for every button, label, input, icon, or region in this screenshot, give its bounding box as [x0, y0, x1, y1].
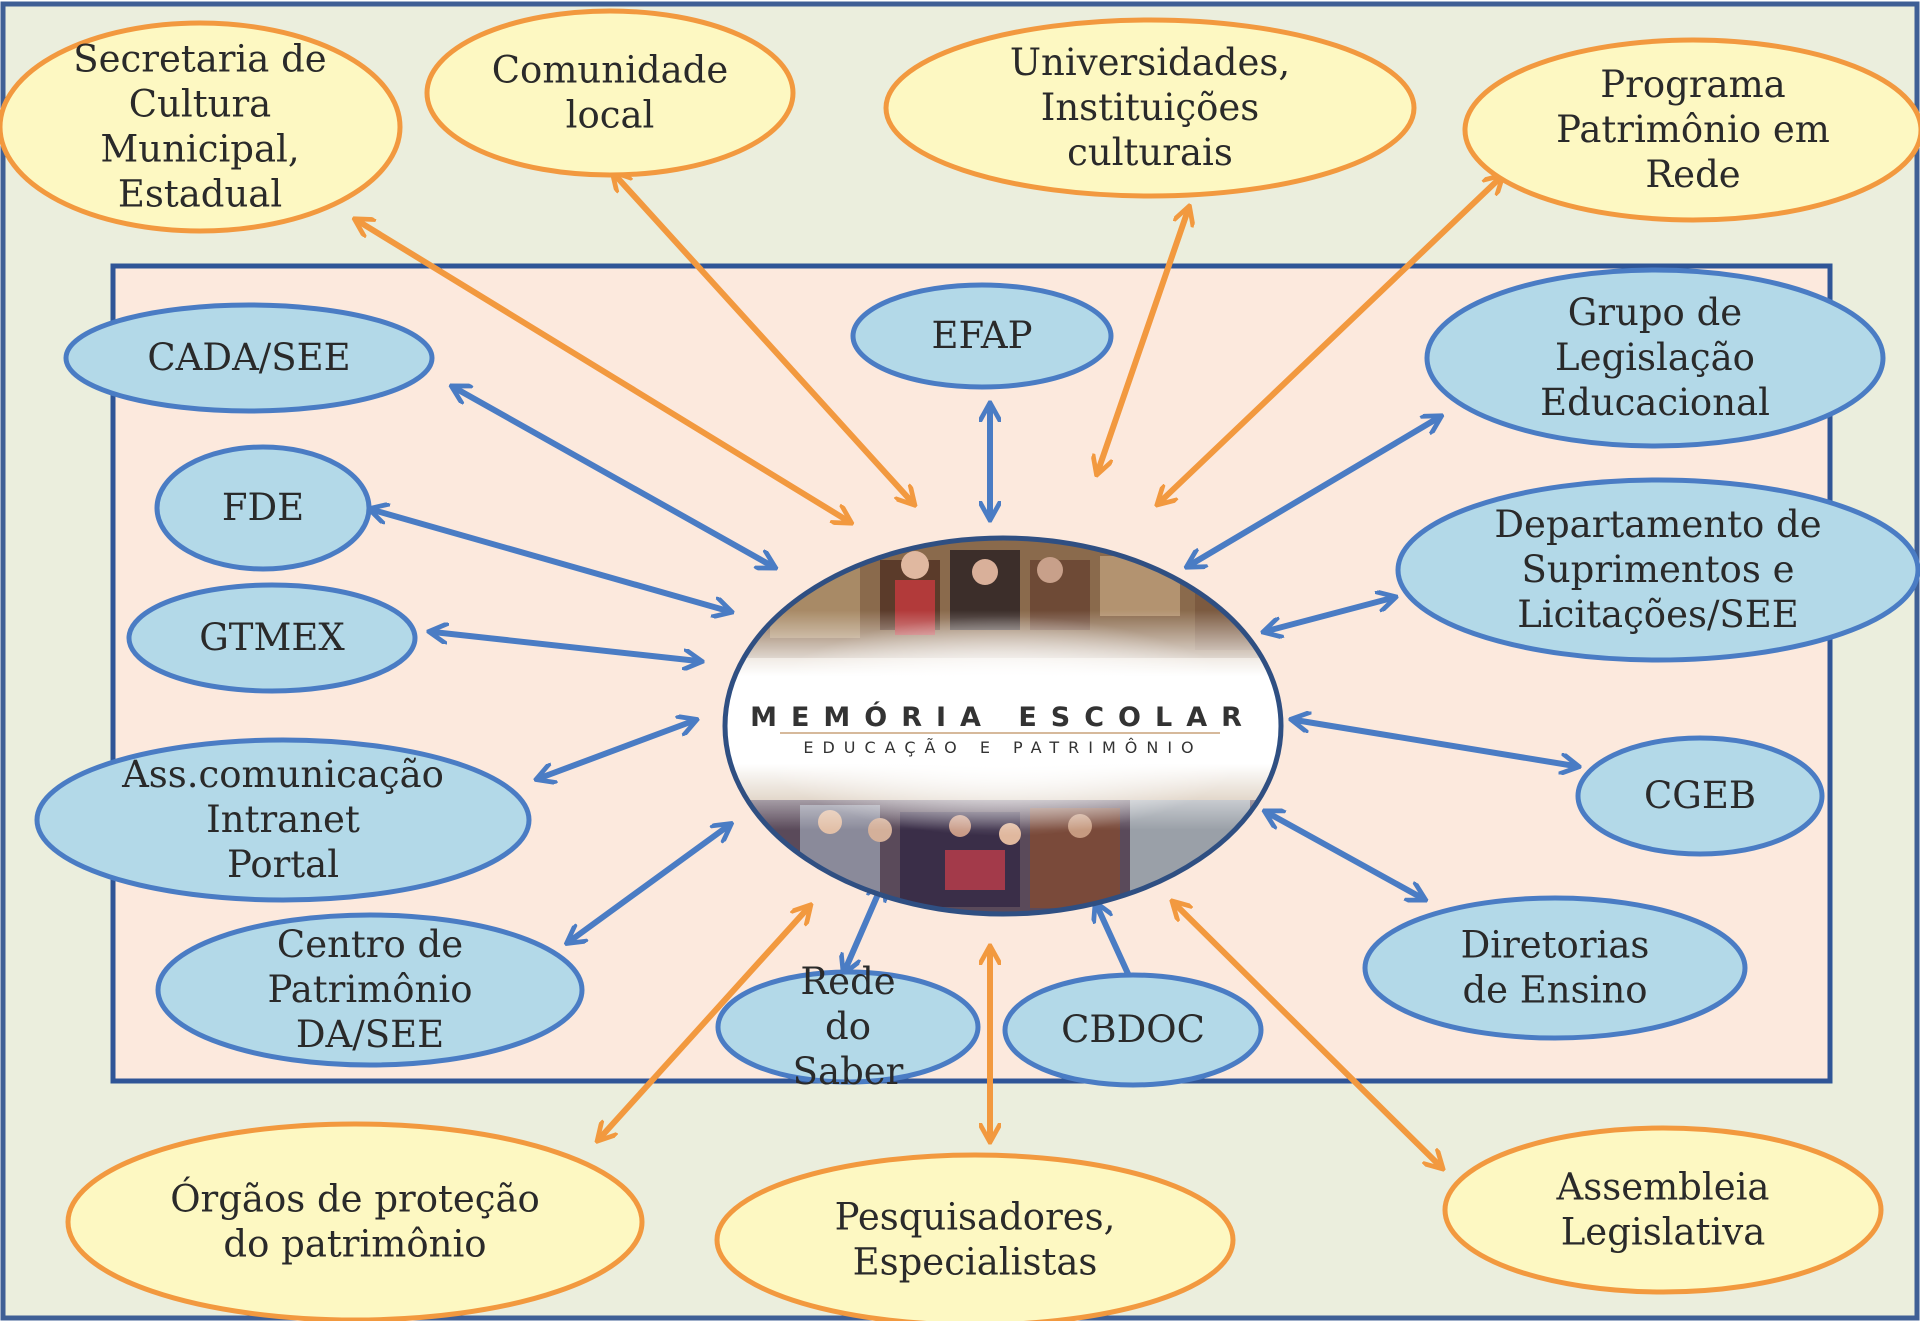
connector-arrow — [373, 510, 728, 611]
node-ellipse — [63, 302, 435, 414]
node-label-line: Especialistas — [853, 1241, 1098, 1284]
node-ellipse — [715, 969, 981, 1085]
node-label-line: Grupo de — [1568, 291, 1742, 334]
node-label-line: de Ensino — [1462, 969, 1647, 1012]
node-ellipse — [154, 444, 372, 572]
connector-arrow — [1267, 598, 1392, 631]
node-label-line: Instituições — [1041, 86, 1260, 129]
node-cbdoc: CBDOC — [1002, 972, 1264, 1088]
node-ellipse — [0, 20, 403, 234]
connector-arrow — [540, 721, 693, 778]
node-label-line: FDE — [222, 486, 304, 529]
node-label-line: culturais — [1067, 131, 1233, 174]
node-ellipse — [850, 282, 1114, 390]
node-label-line: Rede — [800, 960, 895, 1003]
node-cada: CADA/SEE — [63, 302, 435, 414]
node-label-line: GTMEX — [199, 616, 345, 659]
node-label-line: Ass.comunicação — [121, 753, 444, 796]
node-label-line: DA/SEE — [296, 1013, 444, 1056]
node-label-line: Legislativa — [1561, 1211, 1766, 1254]
connector-arrow — [1295, 720, 1575, 766]
node-label-line: CGEB — [1644, 774, 1756, 817]
connector-arrow — [433, 632, 698, 661]
node-label-line: EFAP — [931, 314, 1032, 357]
node-ellipse — [1395, 477, 1920, 663]
node-efap: EFAP — [850, 282, 1114, 390]
node-ellipse — [883, 17, 1417, 199]
center-hub: MEMÓRIA ESCOLAR EDUCAÇÃO E PATRIMÔNIO — [722, 535, 1284, 917]
node-label-line: Cultura — [129, 83, 271, 126]
connector-arrow — [600, 908, 808, 1138]
node-label-line: Diretorias — [1461, 924, 1650, 967]
node-label-line: CBDOC — [1061, 1008, 1205, 1051]
node-fde: FDE — [154, 444, 372, 572]
node-gtmex: GTMEX — [126, 582, 418, 694]
node-ellipse — [1575, 735, 1825, 857]
connector-arrow — [1190, 418, 1438, 565]
node-label-line: Programa — [1600, 63, 1785, 106]
node-label-line: Assembleia — [1556, 1166, 1770, 1209]
node-label-line: Pesquisadores, — [835, 1196, 1116, 1239]
node-ellipse — [126, 582, 418, 694]
node-label-line: Portal — [227, 843, 339, 886]
connector-arrow — [615, 175, 912, 502]
node-label-line: Patrimônio — [268, 968, 473, 1011]
connector-arrow — [570, 826, 728, 941]
center-title: MEMÓRIA ESCOLAR — [750, 701, 1256, 733]
node-label-line: Intranet — [206, 798, 360, 841]
node-label-line: Estadual — [118, 173, 282, 216]
node-ellipse — [1442, 1125, 1884, 1295]
node-label-line: Educacional — [1540, 381, 1770, 424]
node-ellipse — [714, 1152, 1236, 1321]
node-label-line: Comunidade — [492, 49, 729, 92]
node-ellipse — [65, 1121, 645, 1321]
node-ellipse — [1362, 895, 1748, 1041]
node-pesquisadores: Pesquisadores,Especialistas — [714, 1152, 1236, 1321]
node-label-line: Municipal, — [100, 128, 299, 171]
node-label-line: Secretaria de — [73, 38, 326, 81]
node-label-line: Rede — [1645, 153, 1740, 196]
node-ellipse — [1424, 267, 1886, 449]
node-label-line: do — [825, 1005, 871, 1048]
node-cgeb: CGEB — [1575, 735, 1825, 857]
node-label-line: Licitações/SEE — [1517, 593, 1799, 636]
node-ellipse — [424, 8, 796, 178]
node-label-line: Universidades, — [1010, 41, 1290, 84]
connector-arrow — [1175, 904, 1440, 1166]
node-label-line: Saber — [793, 1050, 904, 1093]
node-label-line: Legislação — [1555, 336, 1755, 379]
node-label-line: do patrimônio — [223, 1223, 486, 1266]
node-ellipse — [1002, 972, 1264, 1088]
node-label-line: Órgãos de proteção — [170, 1177, 540, 1221]
node-label-line: local — [566, 94, 655, 137]
node-ellipse — [1462, 37, 1920, 223]
node-ellipse — [34, 737, 532, 903]
node-label-line: Centro de — [277, 923, 463, 966]
node-label-line: Patrimônio em — [1556, 108, 1830, 151]
connector-arrow — [1268, 813, 1422, 898]
center-subtitle: EDUCAÇÃO E PATRIMÔNIO — [803, 738, 1202, 757]
node-label-line: Suprimentos e — [1522, 548, 1795, 591]
connector-arrow — [845, 885, 882, 970]
node-label-line: Departamento de — [1494, 503, 1821, 546]
node-ellipse — [155, 912, 585, 1068]
node-label-line: CADA/SEE — [147, 336, 350, 379]
